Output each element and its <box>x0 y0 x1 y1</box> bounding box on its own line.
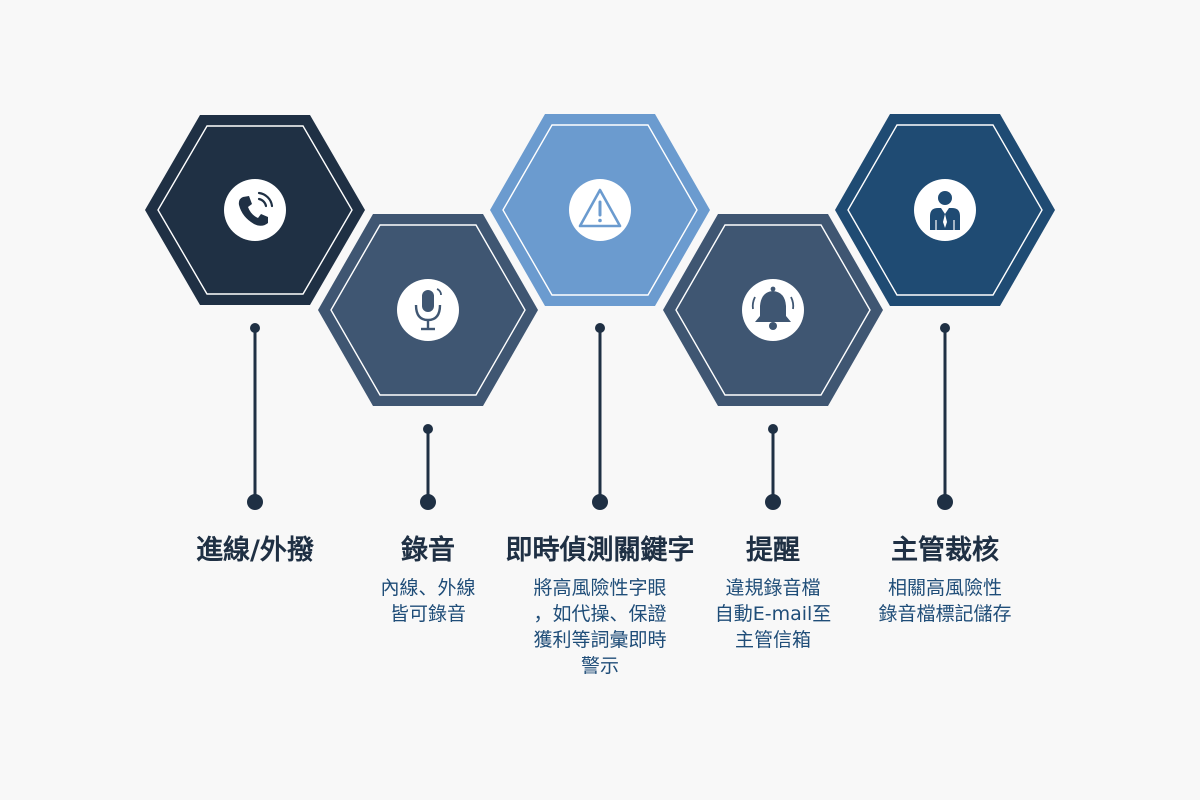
connector-start-dot <box>250 323 260 333</box>
hexagon-step-alert <box>663 214 883 406</box>
connector-start-dot <box>423 424 433 434</box>
description-line: 自動E-mail至 <box>714 603 832 625</box>
step-title-supervisor-review: 主管裁核 <box>891 535 999 566</box>
step-title-alert: 提醒 <box>746 535 800 566</box>
connector-start-dot <box>595 323 605 333</box>
step-description-recording: 內線、外線 皆可錄音 <box>328 575 528 627</box>
description-line: 相關高風險性 <box>887 577 1002 599</box>
connector-end-dot <box>592 494 608 510</box>
connector-end-dot <box>937 494 953 510</box>
warning-triangle-icon <box>578 188 622 228</box>
hexagon-inner-outline <box>502 124 698 296</box>
hexagon-inner-outline <box>847 124 1043 296</box>
connector-recording <box>420 424 436 510</box>
description-line: 獲利等詞彙即時 <box>533 629 667 651</box>
connector-start-dot <box>940 323 950 333</box>
description-line: 錄音檔標記儲存 <box>878 603 1012 625</box>
step-title-keyword-detection: 即時偵測關鍵字 <box>505 535 695 566</box>
step-title-inbound-outbound: 進線/外撥 <box>196 535 314 566</box>
connector-inbound-outbound <box>247 323 263 510</box>
businessman-icon <box>930 191 960 230</box>
hexagon-inner-outline <box>675 224 871 396</box>
connector-start-dot <box>768 424 778 434</box>
step-description-supervisor-review: 相關高風險性 錄音檔標記儲存 <box>845 575 1045 627</box>
step-description-keyword-detection: 將高風險性字眼 ，如代操、保證 獲利等詞彙即時 警示 <box>500 575 700 679</box>
hexagon-step-supervisor-review <box>835 114 1055 306</box>
description-line: 違規錄音檔 <box>725 577 821 599</box>
step-title-recording: 錄音 <box>401 535 455 566</box>
connector-keyword-detection <box>592 323 608 510</box>
description-line: 主管信箱 <box>734 629 811 651</box>
hexagon-inner-outline <box>157 125 353 295</box>
microphone-icon <box>414 288 442 331</box>
description-line: 警示 <box>580 655 619 677</box>
icon-circle <box>224 179 286 241</box>
hexagon-inner-outline <box>330 224 526 396</box>
connector-end-dot <box>420 494 436 510</box>
connector-alert <box>765 424 781 510</box>
step-description-alert: 違規錄音檔 自動E-mail至 主管信箱 <box>673 575 873 653</box>
description-line: ，如代操、保證 <box>533 603 667 625</box>
connector-end-dot <box>765 494 781 510</box>
connector-supervisor-review <box>937 323 953 510</box>
hexagon-step-inbound-outbound <box>145 115 365 305</box>
phone-ringing-icon <box>238 191 274 226</box>
description-line: 皆可錄音 <box>389 603 466 625</box>
description-line: 內線、外線 <box>380 577 476 599</box>
hexagon-step-recording <box>318 214 538 406</box>
connector-end-dot <box>247 494 263 510</box>
bell-icon <box>751 286 795 330</box>
description-line: 將高風險性字眼 <box>533 577 667 599</box>
hexagon-step-keyword-detection <box>490 114 710 306</box>
